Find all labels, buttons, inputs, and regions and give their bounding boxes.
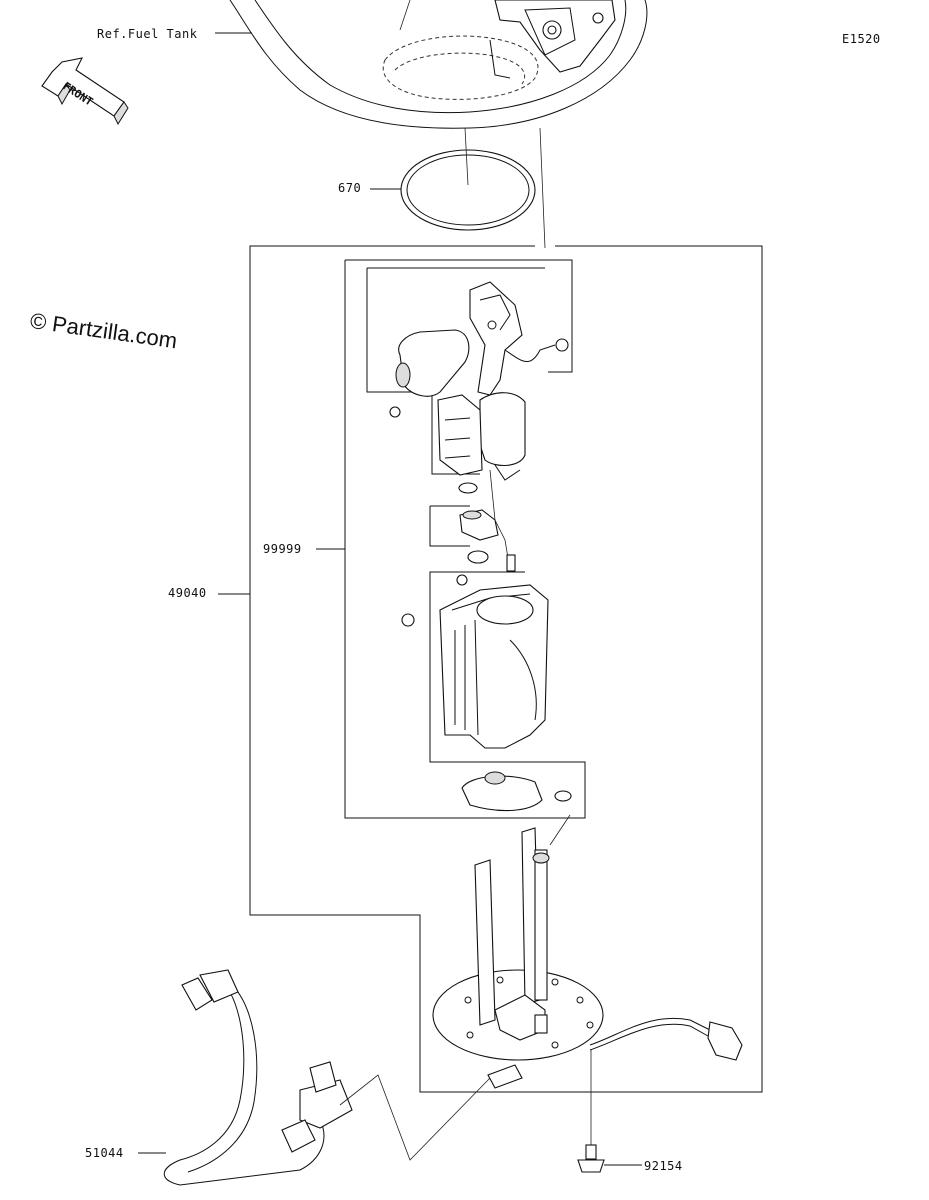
callout-670[interactable]: 670 bbox=[338, 181, 362, 195]
o-ring-small-lower bbox=[467, 550, 489, 564]
fuel-pump-module bbox=[401, 574, 549, 749]
diagram-code: E1520 bbox=[842, 32, 881, 46]
bolt-92154 bbox=[577, 1050, 642, 1173]
fuel-level-sender bbox=[389, 281, 569, 481]
callout-51044[interactable]: 51044 bbox=[85, 1146, 124, 1160]
pump-connector-right bbox=[589, 1017, 743, 1061]
o-ring-670 bbox=[370, 127, 536, 231]
pressure-regulator bbox=[459, 509, 499, 541]
callout-92154[interactable]: 92154 bbox=[644, 1159, 683, 1173]
assembly-bracket-99999 bbox=[345, 259, 573, 373]
fuel-filter-base bbox=[461, 771, 572, 812]
callout-49040[interactable]: 49040 bbox=[168, 586, 207, 600]
assembly-bracket-49040 bbox=[249, 245, 763, 1093]
front-arrow-icon: FRONT bbox=[41, 57, 129, 126]
fuel-hose-51044 bbox=[138, 969, 353, 1186]
o-ring-small-upper bbox=[458, 482, 478, 494]
ref-fuel-tank-label: Ref.Fuel Tank bbox=[97, 27, 198, 41]
callout-99999[interactable]: 99999 bbox=[263, 542, 302, 556]
fuel-tank-reference bbox=[215, 0, 648, 129]
pump-mounting-plate bbox=[432, 827, 604, 1061]
